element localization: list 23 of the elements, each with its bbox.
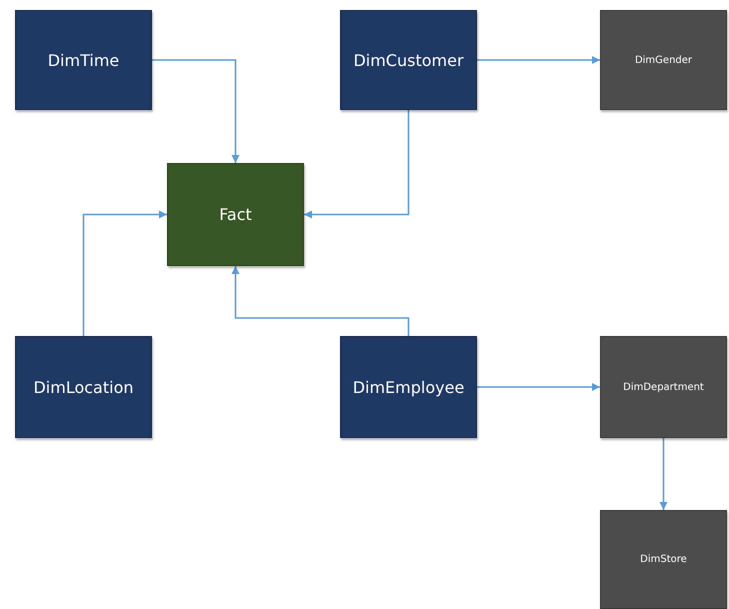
connector-arrow <box>477 383 600 391</box>
connector-arrow <box>82 210 167 336</box>
table-name: Fact <box>219 205 252 224</box>
fact-table-box <box>167 163 304 266</box>
table-name: DimStore <box>640 554 687 565</box>
dimension-table-box <box>15 336 152 438</box>
dimension-table-box <box>600 510 727 609</box>
table-name: DimCustomer <box>353 50 464 70</box>
dimension-table-box <box>600 336 727 438</box>
connector-arrow <box>152 59 240 163</box>
connector-arrow <box>304 110 410 218</box>
dimension-table-box <box>600 10 727 110</box>
table-name: DimTime <box>48 50 120 70</box>
connector-arrow <box>232 266 410 336</box>
dimension-table-box <box>340 336 477 438</box>
dimension-table-box <box>15 10 152 110</box>
table-name: DimLocation <box>33 378 134 396</box>
connector-arrow <box>660 438 668 510</box>
dimension-table-box <box>340 10 477 110</box>
table-name: DimGender <box>634 54 692 66</box>
table-name: DimDepartment <box>623 382 704 392</box>
connector-arrow <box>477 56 600 64</box>
table-name: DimEmployee <box>352 378 464 396</box>
